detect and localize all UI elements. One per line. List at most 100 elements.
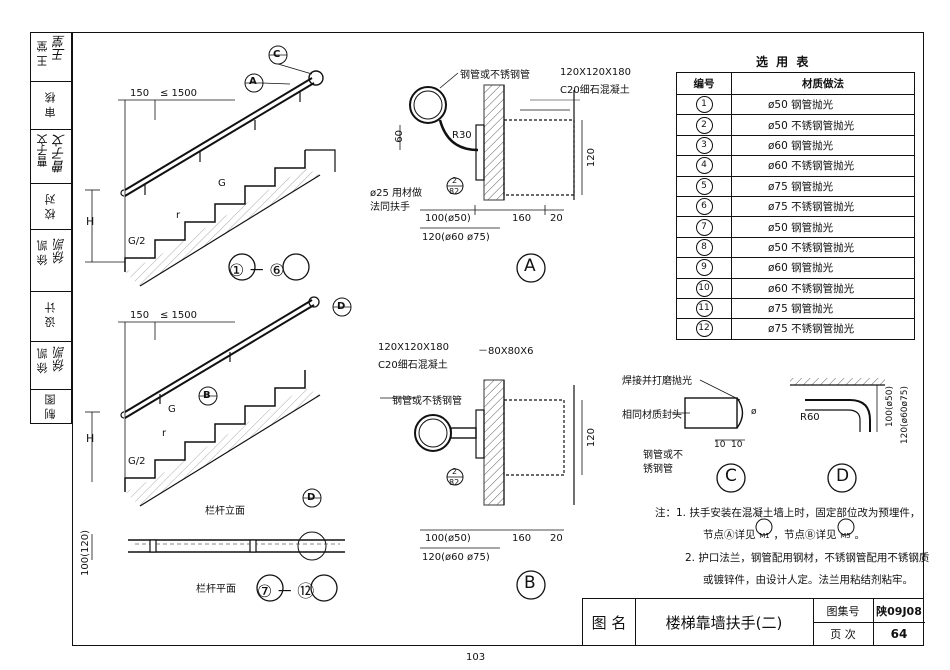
dim-g: G (168, 404, 176, 415)
row-spec: ø50 不锈钢管抛光 (731, 236, 915, 259)
d-dim-b: 120(ø60ø75) (900, 386, 910, 445)
side-cell: 审 核 (31, 81, 71, 129)
table-row: 11 ø75 钢管抛光 (676, 297, 915, 320)
a-dim-60: 60 (394, 130, 405, 143)
dim-g: G (218, 178, 226, 189)
atlas-number: 陕09J08 (873, 599, 925, 623)
dim-h: H (86, 215, 95, 228)
dim-r: r (162, 428, 167, 439)
b-pipe-label: 钢管或不锈钢管 (392, 396, 462, 407)
c-dim-10a: 10 (714, 440, 726, 450)
b-ref-bottom: 82 (449, 478, 460, 487)
row-number: 12 (695, 320, 713, 338)
page-footer: 103 (466, 652, 486, 663)
row-number-cell: 6 (676, 195, 732, 218)
note-text: ，节点Ⓑ详见 (773, 529, 837, 541)
row-spec: ø60 不锈钢管抛光 (731, 155, 915, 177)
row-number: 10 (695, 279, 713, 297)
a-dim-120: 120 (586, 148, 597, 168)
dim-g2: G/2 (128, 236, 146, 247)
row-number-cell: 2 (676, 114, 732, 136)
row-number: 2 (695, 116, 713, 134)
side-cell: 曹子文 曹子文 (31, 129, 71, 183)
page-label: 页 次 (813, 622, 874, 645)
dim-h: H (86, 432, 95, 445)
table-row: 9 ø60 钢管抛光 (676, 257, 915, 279)
b-ref-top: 2 (452, 467, 458, 476)
c-cap-label: 相同材质封头 (622, 410, 682, 421)
row-spec: ø50 钢管抛光 (731, 93, 915, 116)
table-row: 5 ø75 钢管抛光 (676, 175, 915, 197)
b-dim-160: 160 (512, 533, 532, 544)
title-name-label: 图 名 (583, 599, 636, 645)
row-number-cell: 8 (676, 236, 732, 259)
table-row: 2 ø50 不锈钢管抛光 (676, 114, 915, 136)
note-text: 节点Ⓐ详见 (703, 529, 756, 541)
row-number-cell: 3 (676, 134, 732, 157)
row-spec: ø60 钢管抛光 (731, 134, 915, 157)
detail-a-title: A (524, 256, 536, 276)
title-block: 图 名 楼梯靠墙扶手(二) 图集号 陕09J08 页 次 64 (582, 598, 925, 646)
detail-c (672, 379, 746, 493)
note-line-4: 或镀锌件，由设计人定。法兰用粘结剂粘牢。 (703, 574, 913, 586)
table-title: 选 用 表 (756, 55, 811, 69)
atlas-label: 图集号 (813, 599, 874, 623)
callout-d: D (337, 301, 346, 312)
b-block-label: 120X120X180 (378, 342, 449, 353)
note-reference-circles (755, 518, 855, 536)
row-number-cell: 11 (676, 297, 732, 320)
row-spec: ø60 不锈钢管抛光 (731, 277, 915, 299)
row-spec: ø50 钢管抛光 (731, 216, 915, 238)
drawing-frame (72, 32, 924, 646)
row-spec: ø60 钢管抛光 (731, 257, 915, 279)
row-spec: ø75 钢管抛光 (731, 297, 915, 320)
view-label-1-6: ①－⑥ (229, 261, 289, 281)
a-concrete-label: C20细石混凝土 (560, 85, 630, 96)
row-number: 9 (695, 259, 713, 277)
b-plate-label: －80X80X6 (478, 346, 534, 357)
a-pipe-label: 钢管或不锈钢管 (460, 70, 530, 81)
dim-g2: G/2 (128, 456, 146, 467)
railing-elevation-label: 栏杆立面 (205, 506, 245, 517)
detail-c-title: C (725, 466, 737, 486)
dim-1500: ≤ 1500 (160, 88, 198, 99)
table-row: 10 ø60 不锈钢管抛光 (676, 277, 915, 299)
row-spec: ø75 不锈钢管抛光 (731, 195, 915, 218)
row-spec: ø50 不锈钢管抛光 (731, 114, 915, 136)
row-number-cell: 9 (676, 257, 732, 279)
detail-d (790, 378, 885, 493)
note-ref: M5 (840, 532, 851, 540)
note-line-3: 2. 护口法兰，钢管配用钢材，不锈钢管配用不锈钢质 (685, 552, 930, 564)
dim-150: 150 (130, 310, 150, 321)
row-number: 11 (695, 300, 713, 318)
b-dim-120b: 120(ø60 ø75) (422, 552, 490, 563)
row-spec: ø75 钢管抛光 (731, 175, 915, 197)
dim-r: r (176, 210, 181, 221)
c-weld-label: 焊接并打磨抛光 (622, 376, 692, 387)
railing-plan-label: 栏杆平面 (196, 584, 236, 595)
note-line-1: 注：1. 扶手安装在混凝土墙上时，固定部位改为预埋件， (655, 507, 921, 519)
upper-stair-elevation (85, 45, 336, 287)
row-number: 1 (695, 96, 713, 114)
c-dia: ø (751, 407, 757, 417)
row-number-cell: 1 (676, 93, 732, 116)
d-dim-a: 100(ø50) (885, 386, 895, 428)
dim-150: 150 (130, 88, 150, 99)
b-dim-100: 100(ø50) (425, 533, 471, 544)
detail-b-title: B (524, 573, 536, 593)
row-number: 5 (695, 177, 713, 195)
side-cell: 制 图 (31, 389, 71, 423)
b-concrete-label: C20细石混凝土 (378, 360, 448, 371)
detail-b (380, 379, 583, 600)
plan-dim: 100(120) (80, 530, 91, 576)
a-ref-bottom: 82 (449, 187, 460, 196)
a-dim-20: 20 (550, 213, 563, 224)
